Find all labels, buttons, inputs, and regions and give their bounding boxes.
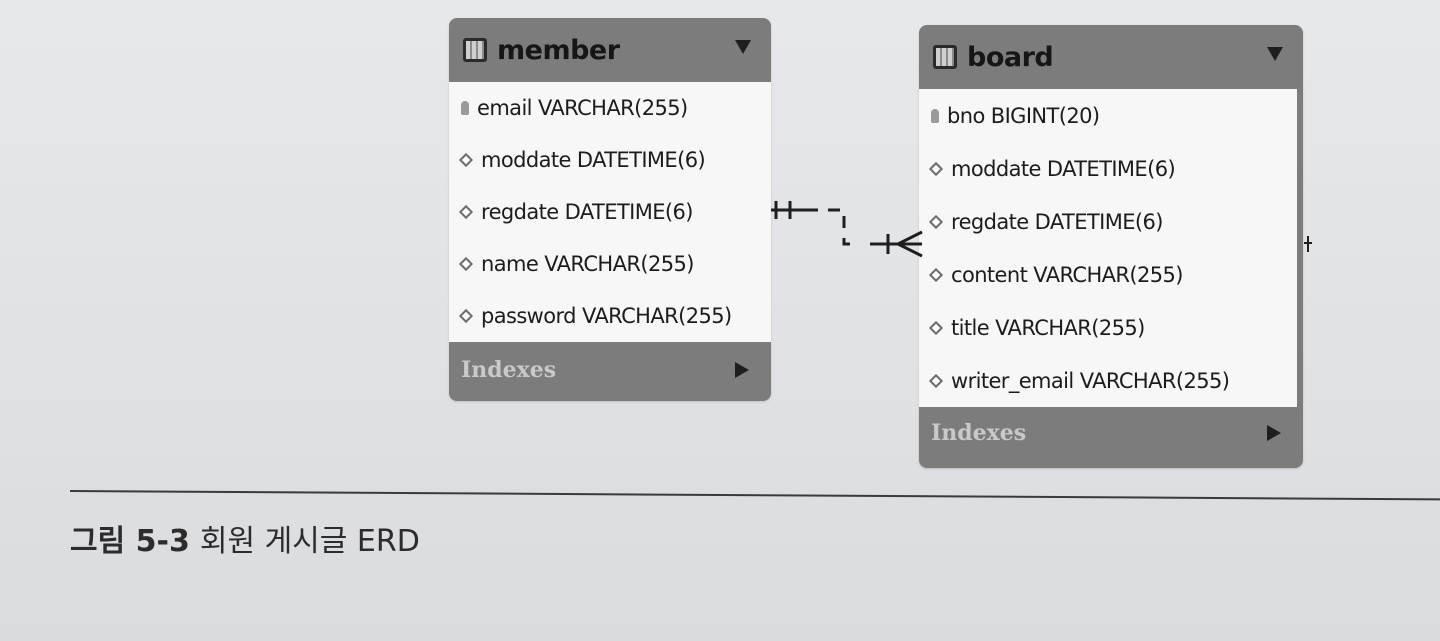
expand-arrow-icon[interactable] (735, 362, 749, 378)
collapse-arrow-icon[interactable] (1267, 47, 1283, 61)
crows-foot-mark (897, 242, 923, 258)
board-table-header: board (919, 25, 1303, 89)
column-label: email VARCHAR(255) (477, 96, 688, 120)
column-row: regdate DATETIME(6) (919, 195, 1297, 248)
column-row: bno BIGINT(20) (919, 89, 1297, 142)
column-row: writer_email VARCHAR(255) (919, 354, 1297, 407)
member-column-list: email VARCHAR(255) moddate DATETIME(6) r… (449, 82, 771, 342)
figure-title: 회원 게시글 ERD (199, 524, 420, 559)
column-label: moddate DATETIME(6) (481, 148, 706, 172)
table-icon (463, 38, 487, 62)
crows-foot-mark (897, 230, 923, 246)
column-label: password VARCHAR(255) (481, 304, 732, 328)
relationship-dashed-line (828, 208, 860, 246)
column-label: regdate DATETIME(6) (951, 209, 1163, 234)
column-label: moddate DATETIME(6) (951, 156, 1176, 181)
figure-number: 그림 5-3 (70, 524, 190, 559)
column-row: moddate DATETIME(6) (919, 142, 1297, 195)
column-row: password VARCHAR(255) (449, 290, 771, 342)
expand-arrow-icon[interactable] (1267, 424, 1281, 441)
table-name: board (967, 41, 1054, 73)
member-board-relationship (771, 201, 923, 258)
member-indexes-row[interactable]: Indexes (449, 342, 771, 398)
column-label: title VARCHAR(255) (951, 315, 1145, 340)
column-row: content VARCHAR(255) (919, 248, 1297, 301)
column-label: regdate DATETIME(6) (481, 200, 693, 224)
table-icon (933, 45, 957, 69)
collapse-arrow-icon[interactable] (735, 40, 751, 54)
primary-key-icon (461, 101, 469, 115)
indexes-label: Indexes (931, 419, 1027, 446)
figure-caption: 그림 5-3 회원 게시글 ERD (70, 516, 420, 560)
board-table: board bno BIGINT(20) moddate DATETIME(6)… (919, 25, 1303, 468)
column-label: content VARCHAR(255) (951, 262, 1183, 287)
column-row: email VARCHAR(255) (449, 82, 771, 134)
column-row: title VARCHAR(255) (919, 301, 1297, 354)
indexes-label: Indexes (461, 357, 557, 383)
board-indexes-row[interactable]: Indexes (919, 407, 1303, 458)
member-table: member email VARCHAR(255) moddate DATETI… (449, 18, 771, 401)
column-label: name VARCHAR(255) (481, 252, 694, 276)
table-name: member (497, 34, 620, 66)
board-column-list: bno BIGINT(20) moddate DATETIME(6) regda… (919, 89, 1297, 407)
primary-key-icon (931, 108, 939, 123)
column-label: bno BIGINT(20) (947, 103, 1100, 128)
column-label: writer_email VARCHAR(255) (951, 368, 1230, 393)
column-row: name VARCHAR(255) (449, 238, 771, 290)
member-table-header: member (449, 18, 771, 82)
column-row: moddate DATETIME(6) (449, 134, 771, 186)
column-row: regdate DATETIME(6) (449, 186, 771, 238)
